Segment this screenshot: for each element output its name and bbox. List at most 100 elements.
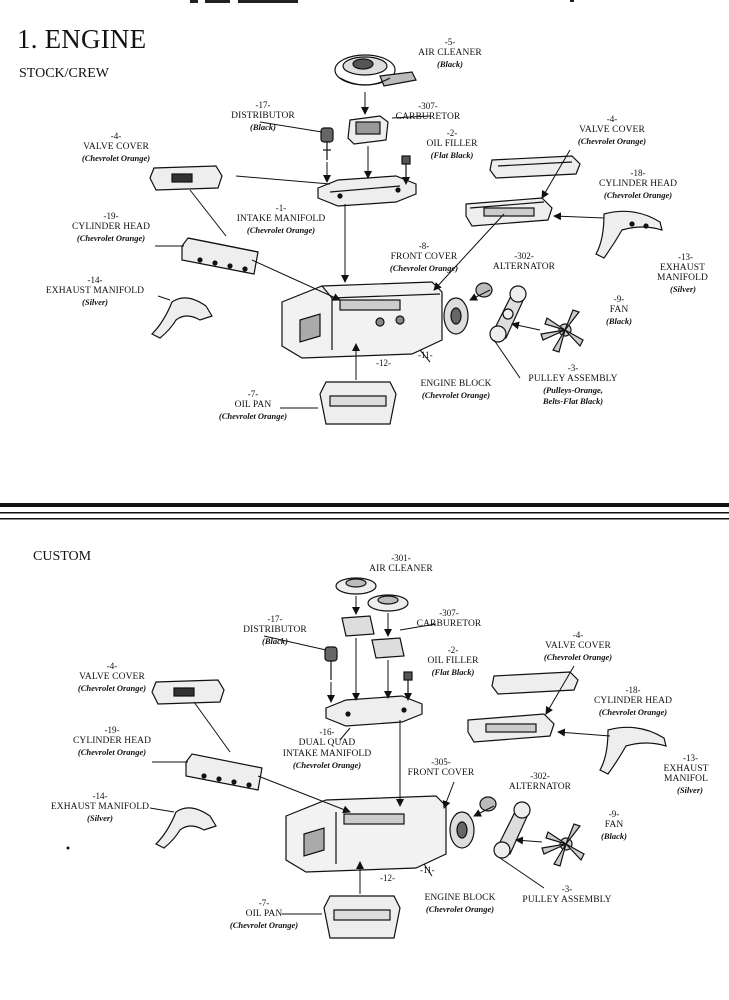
custom-exhaust-manifold-right-label: -13- EXHAUST MANIFOL (Silver): [643, 753, 729, 795]
custom-pulley-assembly-part: [493, 801, 531, 859]
custom-oil-pan-label: -7- OIL PAN (Chevrolet Orange): [230, 898, 298, 930]
air-cleaner-part: [334, 54, 417, 87]
part-color: (Silver): [677, 785, 703, 795]
custom-exhaust-manifold-right-part: [599, 726, 667, 775]
stock-intake-manifold-label: -1- INTAKE MANIFOLD (Chevrolet Orange): [237, 203, 326, 235]
part-color: (Chevrolet Orange): [77, 683, 147, 693]
part-name: VALVE COVER: [83, 142, 149, 152]
custom-pulley-assembly-label: -3- PULLEY ASSEMBLY: [522, 884, 611, 905]
cylinder-head-right-part: [465, 197, 553, 227]
part-name: OIL PAN: [245, 909, 283, 919]
part-number: -302-: [514, 251, 534, 261]
stock-pulley-assembly-label: -3- PULLEY ASSEMBLY (Pulleys-Orange, Bel…: [528, 363, 617, 406]
part-color: (Flat Black): [430, 150, 474, 160]
part-color: (Chevrolet Orange): [603, 190, 673, 200]
part-name: DISTRIBUTOR: [231, 111, 295, 121]
stock-exhaust-manifold-left-label: -14- EXHAUST MANIFOLD (Silver): [46, 275, 144, 307]
part-number: -5-: [444, 37, 456, 47]
part-name: FAN: [604, 820, 624, 830]
part-color: (Black): [606, 316, 632, 326]
exhaust-manifold-left-part: [150, 297, 213, 339]
part-number: -18-: [625, 685, 641, 695]
custom-valve-cover-right-part: [491, 671, 579, 695]
part-name: FAN: [609, 305, 629, 315]
stock-front-cover-label: -8- FRONT COVER (Chevrolet Orange): [390, 241, 458, 273]
custom-exhaust-manifold-left-part: [154, 807, 217, 849]
part-name: CARBURETOR: [416, 619, 482, 629]
distributor-part: [320, 127, 334, 160]
part-color: (Flat Black): [431, 667, 475, 677]
part-color: (Chevrolet Orange): [577, 136, 647, 146]
part-name: DISTRIBUTOR: [243, 625, 307, 635]
part-number: -302-: [530, 771, 550, 781]
part-number: -7-: [258, 898, 270, 908]
part-name: OIL FILLER: [427, 656, 479, 666]
part-number: -9-: [613, 294, 625, 304]
part-number: -18-: [630, 168, 646, 178]
part-number: -16-: [319, 727, 335, 737]
part-number: -1-: [275, 203, 287, 213]
part-name: AIR CLEANER: [369, 564, 433, 574]
stock-parts: [149, 54, 663, 425]
oil-filler-part: [401, 155, 411, 178]
custom-front-cover-label: -305- FRONT COVER: [408, 757, 475, 778]
stock-cylinder-head-left-label: -19- CYLINDER HEAD (Chevrolet Orange): [72, 211, 150, 243]
part-color: (Chevrolet Orange): [292, 760, 362, 770]
valve-cover-right-part: [489, 155, 581, 179]
custom-block-number-12: -12-: [380, 873, 395, 883]
custom-front-cover-part: [449, 811, 475, 849]
part-name: CYLINDER HEAD: [593, 696, 673, 706]
part-name: EXHAUST MANIFOL: [663, 764, 709, 784]
custom-valve-cover-right-label: -4- VALVE COVER (Chevrolet Orange): [544, 630, 612, 662]
custom-leader-lines: [149, 596, 611, 915]
custom-block-number-11: -11-: [420, 865, 435, 875]
part-number: -3-: [567, 363, 579, 373]
part-name: OIL FILLER: [426, 139, 478, 149]
part-name: CYLINDER HEAD: [598, 179, 678, 189]
part-color: (Silver): [87, 813, 113, 823]
stock-alternator-label: -302- ALTERNATOR: [493, 251, 555, 272]
part-color: (Chevrolet Orange): [425, 904, 495, 914]
custom-cylinder-head-right-part: [467, 713, 555, 743]
custom-distributor-label: -17- DISTRIBUTOR (Black): [243, 614, 307, 646]
part-name: EXHAUST MANIFOLD: [45, 286, 145, 296]
alternator-part: [475, 282, 493, 298]
custom-cylinder-head-left-part: [185, 753, 263, 791]
stock-valve-cover-left-label: -4- VALVE COVER (Chevrolet Orange): [82, 131, 150, 163]
part-name: EXHAUST MANIFOLD: [50, 802, 150, 812]
part-color: (Chevrolet Orange): [246, 225, 316, 235]
custom-cylinder-head-left-label: -19- CYLINDER HEAD (Chevrolet Orange): [73, 725, 151, 757]
part-name: CARBURETOR: [395, 112, 461, 122]
stock-cylinder-head-right-label: -18- CYLINDER HEAD (Chevrolet Orange): [599, 168, 677, 200]
part-color: (Silver): [82, 297, 108, 307]
stock-distributor-label: -17- DISTRIBUTOR (Black): [231, 100, 295, 132]
fan-part: [540, 309, 584, 353]
part-name: CYLINDER HEAD: [71, 222, 151, 232]
part-name: ALTERNATOR: [508, 782, 572, 792]
part-color: (Chevrolet Orange): [543, 652, 613, 662]
stock-leader-lines: [155, 92, 605, 409]
cylinder-head-left-part: [181, 237, 259, 275]
scan-remnant-marks: [190, 0, 574, 3]
part-color: (Black): [437, 59, 463, 69]
part-name: INTAKE MANIFOLD: [236, 214, 326, 224]
part-number: -9-: [608, 809, 620, 819]
part-number: -4-: [606, 114, 618, 124]
custom-carburetor-label: -307- CARBURETOR: [417, 608, 482, 629]
part-number: -13-: [678, 252, 693, 262]
part-number: -4-: [106, 661, 118, 671]
stock-oil-filler-label: -2- OIL FILLER (Flat Black): [426, 128, 477, 160]
part-number: -13-: [683, 753, 698, 763]
pulley-assembly-part: [489, 285, 527, 343]
stock-section-heading: STOCK/CREW: [19, 66, 109, 81]
part-number: -17-: [267, 614, 283, 624]
part-name: PULLEY ASSEMBLY: [522, 895, 612, 905]
part-number: -3-: [561, 884, 573, 894]
part-color: (Chevrolet Orange): [229, 920, 299, 930]
part-color: (Chevrolet Orange): [598, 707, 668, 717]
custom-dual-quad-manifold-part: [325, 695, 423, 727]
front-cover-part: [443, 297, 469, 335]
stock-valve-cover-right-label: -4- VALVE COVER (Chevrolet Orange): [578, 114, 646, 146]
part-color: Belts-Flat Black): [542, 396, 604, 406]
part-color: (Chevrolet Orange): [76, 233, 146, 243]
